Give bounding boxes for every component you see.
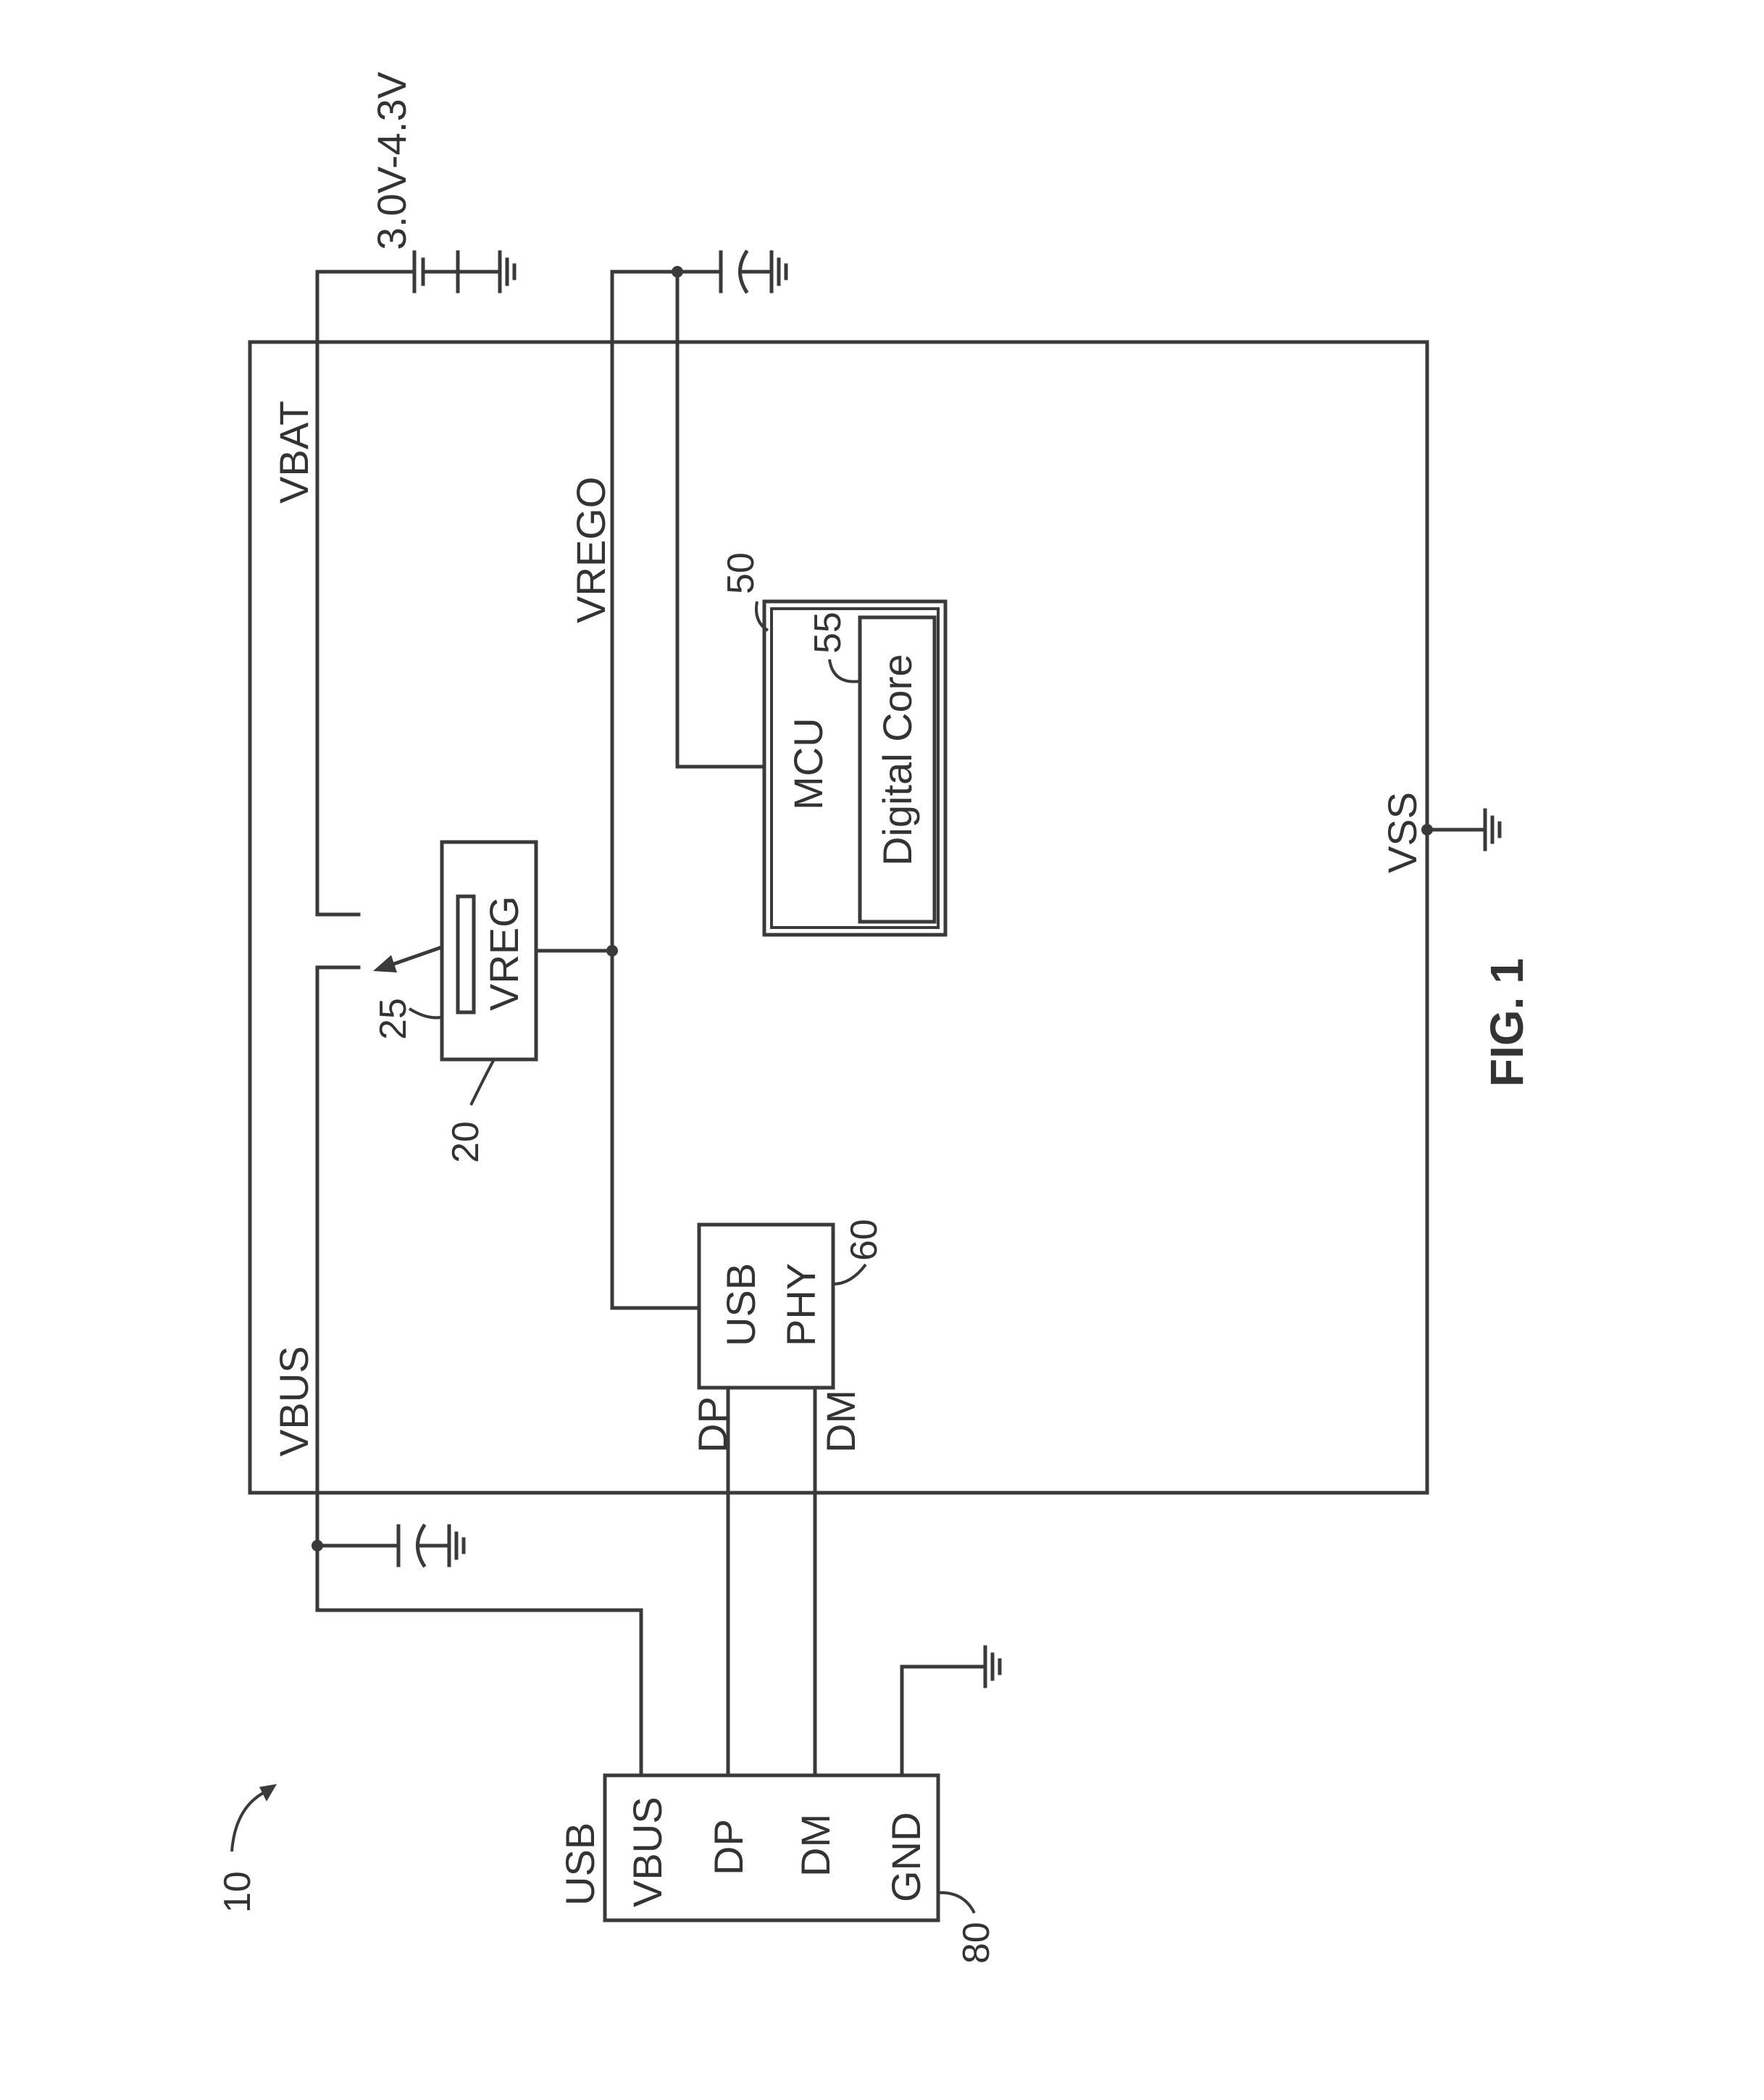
vreg-ref: 20 <box>445 1121 487 1163</box>
vreg-switch-element <box>458 896 474 1012</box>
usb-connector-title: USB <box>557 1822 603 1906</box>
vbus-label: VBUS <box>271 1346 317 1457</box>
dp-label: DP <box>690 1396 735 1453</box>
system-ref-leader <box>232 1790 269 1851</box>
vreg-label: VREG <box>481 896 527 1011</box>
digital-core-label: Digital Core <box>874 654 920 866</box>
vrego-label: VREGO <box>568 477 614 623</box>
usb-connector-ref: 80 <box>956 1922 998 1964</box>
vss-label: VSS <box>1379 792 1425 873</box>
dm-label: DM <box>818 1390 864 1453</box>
vss-ground <box>1421 810 1500 849</box>
figure-caption: FIG. 1 <box>1481 958 1533 1087</box>
vbus-capacitor-symbol <box>398 1526 464 1565</box>
vrego-capacitor-symbol <box>721 252 786 291</box>
usb-phy-line1: USB <box>718 1263 764 1346</box>
mcu-label: MCU <box>785 717 831 810</box>
usb-connector-leader <box>938 1893 974 1913</box>
usb-pin-vbus: VBUS <box>624 1797 670 1908</box>
usb-phy-ref: 60 <box>843 1219 885 1261</box>
switch-ref: 25 <box>372 998 414 1040</box>
usb-pin-gnd: GND <box>883 1812 929 1902</box>
battery-symbol <box>406 252 514 291</box>
vbat-label: VBAT <box>271 401 317 504</box>
digital-core-ref: 55 <box>807 612 849 654</box>
connector-ground <box>902 1647 1000 1775</box>
usb-phy-line2: PHY <box>778 1263 824 1346</box>
system-ref: 10 <box>217 1871 259 1913</box>
mcu-ref: 50 <box>720 552 762 594</box>
usb-pin-dp: DP <box>706 1819 751 1875</box>
battery-voltage-label: 3.0V-4.3V <box>369 71 414 250</box>
usb-pin-dm: DM <box>793 1814 838 1877</box>
